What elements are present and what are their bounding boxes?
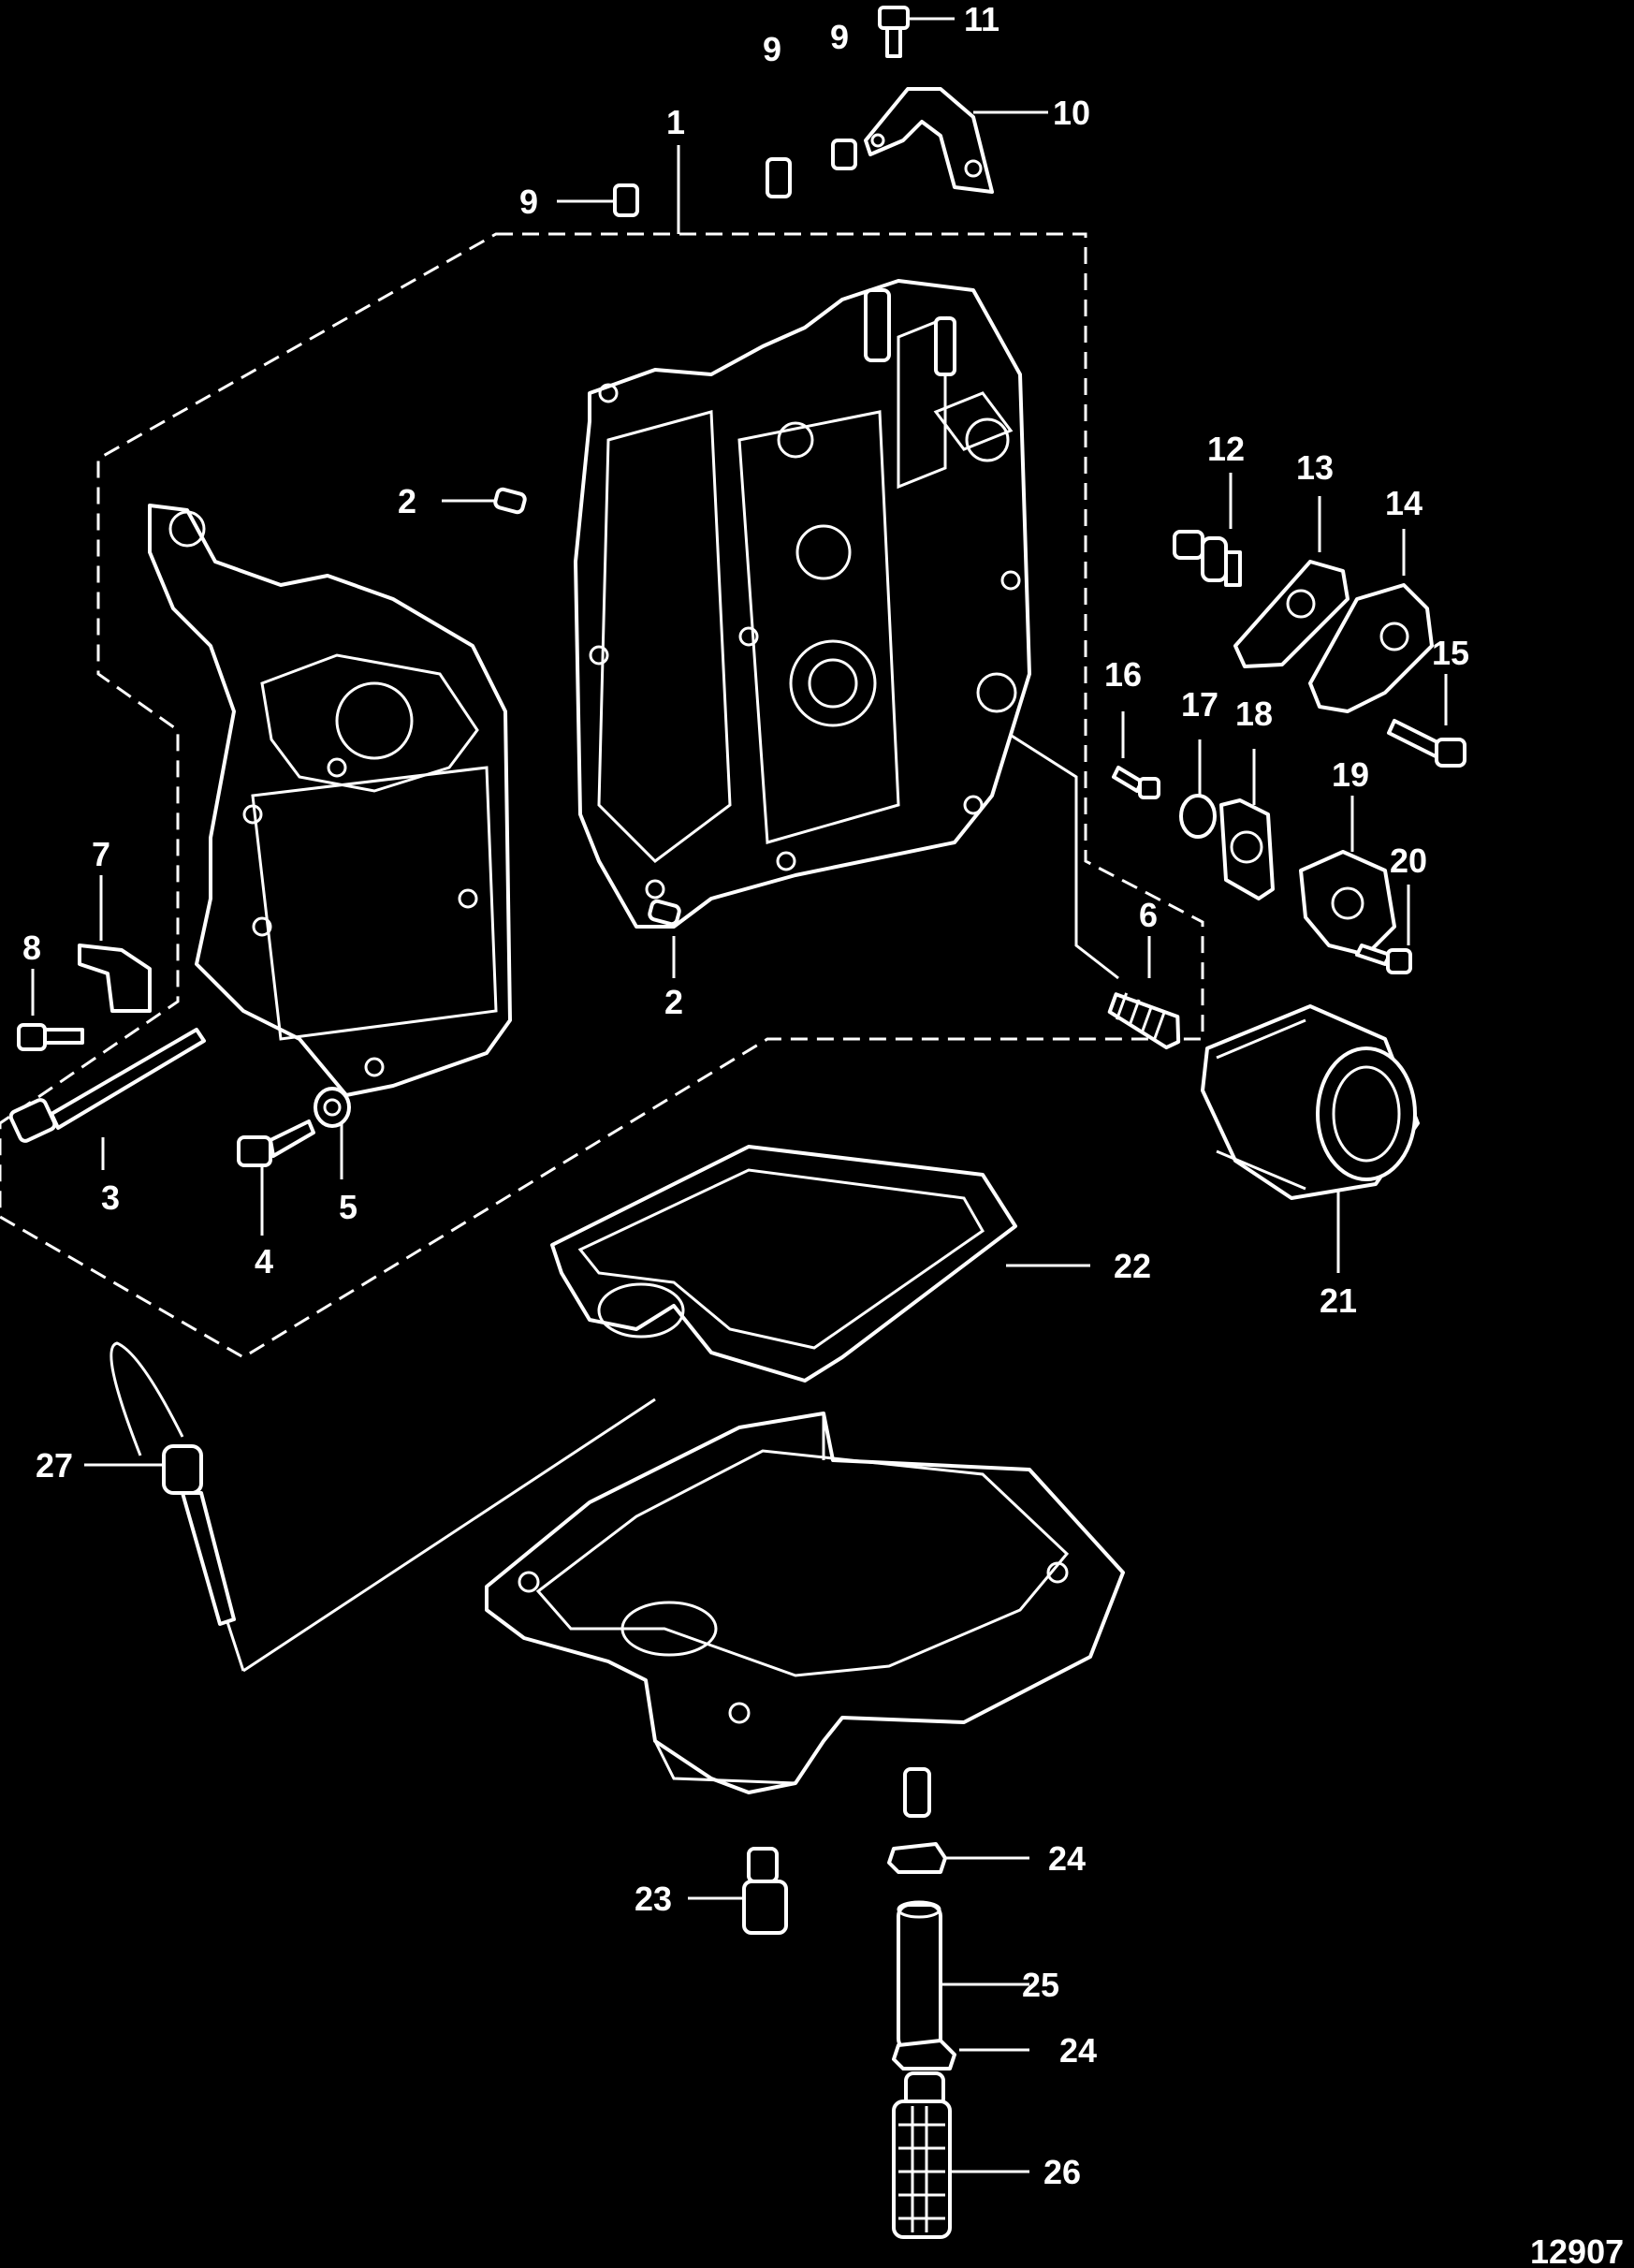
callout-5: 5 — [339, 1188, 357, 1226]
part-21-oil-filter — [1201, 1004, 1420, 1200]
part-27-dipstick — [109, 1341, 236, 1626]
callout-7: 7 — [92, 835, 110, 873]
part-4-bolt — [237, 1119, 315, 1167]
callout-8: 8 — [22, 929, 41, 967]
part-25-hose — [897, 1900, 942, 2052]
callout-1: 1 — [666, 103, 685, 141]
callout-16: 16 — [1104, 655, 1142, 694]
part-5-washer — [314, 1087, 351, 1128]
callout-21: 21 — [1320, 1281, 1357, 1320]
callout-19: 19 — [1332, 755, 1369, 794]
part-18-gasket — [1219, 798, 1275, 900]
callout-17: 17 — [1181, 685, 1218, 724]
part-14-housing — [1308, 583, 1434, 713]
callout-labels: 11 9 9 10 1 9 2 12 13 14 15 16 17 18 19 … — [22, 0, 1624, 2268]
callout-27: 27 — [36, 1446, 73, 1485]
callout-25: 25 — [1022, 1966, 1059, 2004]
callout-3: 3 — [101, 1178, 120, 1217]
part-7-bracket — [78, 944, 152, 1013]
callout-4: 4 — [255, 1242, 273, 1280]
callout-12: 12 — [1207, 430, 1245, 468]
callout-9: 9 — [830, 18, 849, 56]
part-20-bolt — [1355, 944, 1412, 974]
part-3-long-bolt — [8, 1028, 206, 1143]
callout-18: 18 — [1235, 695, 1273, 733]
part-10-clamp — [864, 87, 994, 194]
callout-11: 11 — [964, 0, 999, 38]
callout-9: 9 — [519, 183, 538, 221]
part-16-bolt — [1112, 766, 1160, 799]
part-crankcase-cover — [148, 504, 512, 1097]
part-9-dowel-pins — [613, 139, 857, 217]
part-1-cylinder-block — [574, 279, 1031, 929]
part-2-dowel-pins — [493, 487, 681, 927]
part-oil-pan-adapter — [485, 1412, 1125, 1794]
callout-22: 22 — [1114, 1247, 1151, 1285]
callout-2: 2 — [398, 482, 416, 520]
callout-6: 6 — [1139, 896, 1158, 934]
part-17-seal — [1179, 794, 1217, 839]
part-23-fitting — [742, 1847, 788, 1935]
callout-20: 20 — [1390, 841, 1427, 880]
assembly-boundary-dashed — [0, 232, 1204, 1359]
callout-23: 23 — [635, 1880, 672, 1918]
callout-2: 2 — [664, 983, 683, 1021]
part-19-cover — [1299, 850, 1396, 957]
part-15-bolt — [1387, 719, 1466, 768]
part-pickup-fitting — [903, 1767, 931, 1818]
callout-14: 14 — [1385, 484, 1422, 522]
part-26-strainer — [892, 2071, 952, 2239]
part-24-clamp-upper — [887, 1842, 947, 1874]
part-13-gasket — [1233, 560, 1350, 668]
part-6-spring — [1107, 992, 1181, 1050]
callout-26: 26 — [1043, 2153, 1081, 2191]
part-11-bolt — [878, 6, 910, 58]
part-24-clamp-lower — [892, 2039, 956, 2070]
part-8-bolt — [17, 1023, 84, 1051]
callout-13: 13 — [1296, 448, 1334, 487]
part-22-gasket — [550, 1145, 1017, 1383]
leader-lines — [31, 17, 1448, 2173]
callout-15: 15 — [1432, 634, 1469, 672]
figure-number: 12907 — [1530, 2232, 1624, 2268]
callout-24: 24 — [1048, 1839, 1086, 1878]
part-12-sensor — [1173, 530, 1242, 587]
callout-9: 9 — [763, 30, 781, 68]
callout-24: 24 — [1059, 2031, 1097, 2070]
callout-10: 10 — [1053, 94, 1090, 132]
